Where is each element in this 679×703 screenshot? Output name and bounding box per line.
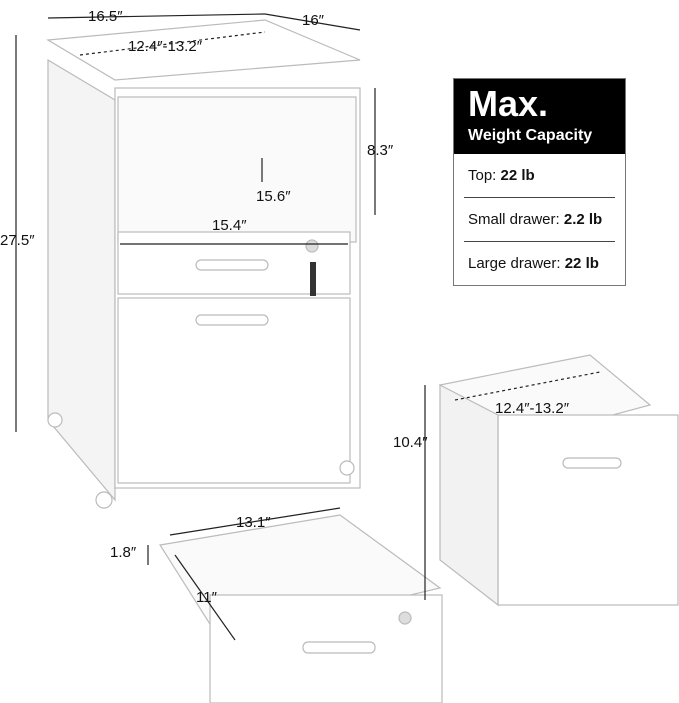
small-drawer-height-label: 1.8″ [110,544,137,561]
small-drawer-width-label: 13.1″ [236,514,271,531]
shelf-width-label: 15.4″ [212,217,247,234]
capacity-row-top: Top: 22 lb [464,154,615,198]
caster-wheel [339,460,355,476]
capacity-header: Max. Weight Capacity [454,79,625,154]
shelf-height-label: 8.3″ [367,142,394,159]
depth-top-label: 16″ [302,12,324,29]
large-drawer-panel [497,414,679,606]
shelf-depth-label: 15.6″ [256,188,291,205]
large-drawer-handle [195,314,269,326]
caster-wheel [95,491,113,509]
total-height-label: 27.5″ [0,232,35,249]
small-drawer-lock-icon [398,611,412,625]
lock-icon [305,239,319,253]
width-top-label: 16.5″ [88,8,123,25]
small-drawer-handle [195,259,269,271]
cabinet-top [46,19,361,81]
capacity-row-small-drawer: Small drawer: 2.2 lb [464,198,615,242]
small-drawer-handle-detached [302,641,376,654]
large-drawer-inner-width-label: 12.4″-13.2″ [495,400,570,417]
large-drawer-height-label: 10.4″ [393,434,428,451]
large-drawer-front [117,297,351,484]
top-inner-width-label: 12.4″-13.2″ [128,38,203,55]
weight-capacity-box: Max. Weight Capacity Top: 22 lb Small dr… [453,78,626,286]
caster-wheel [47,412,63,428]
key-icon [310,262,316,296]
cabinet-side-panel [47,58,116,502]
capacity-row-large-drawer: Large drawer: 22 lb [468,255,599,272]
capacity-title: Max. [468,83,549,124]
large-drawer-handle-detached [562,457,622,469]
capacity-subtitle: Weight Capacity [468,127,593,144]
small-drawer-depth-label: 11″ [196,589,217,606]
